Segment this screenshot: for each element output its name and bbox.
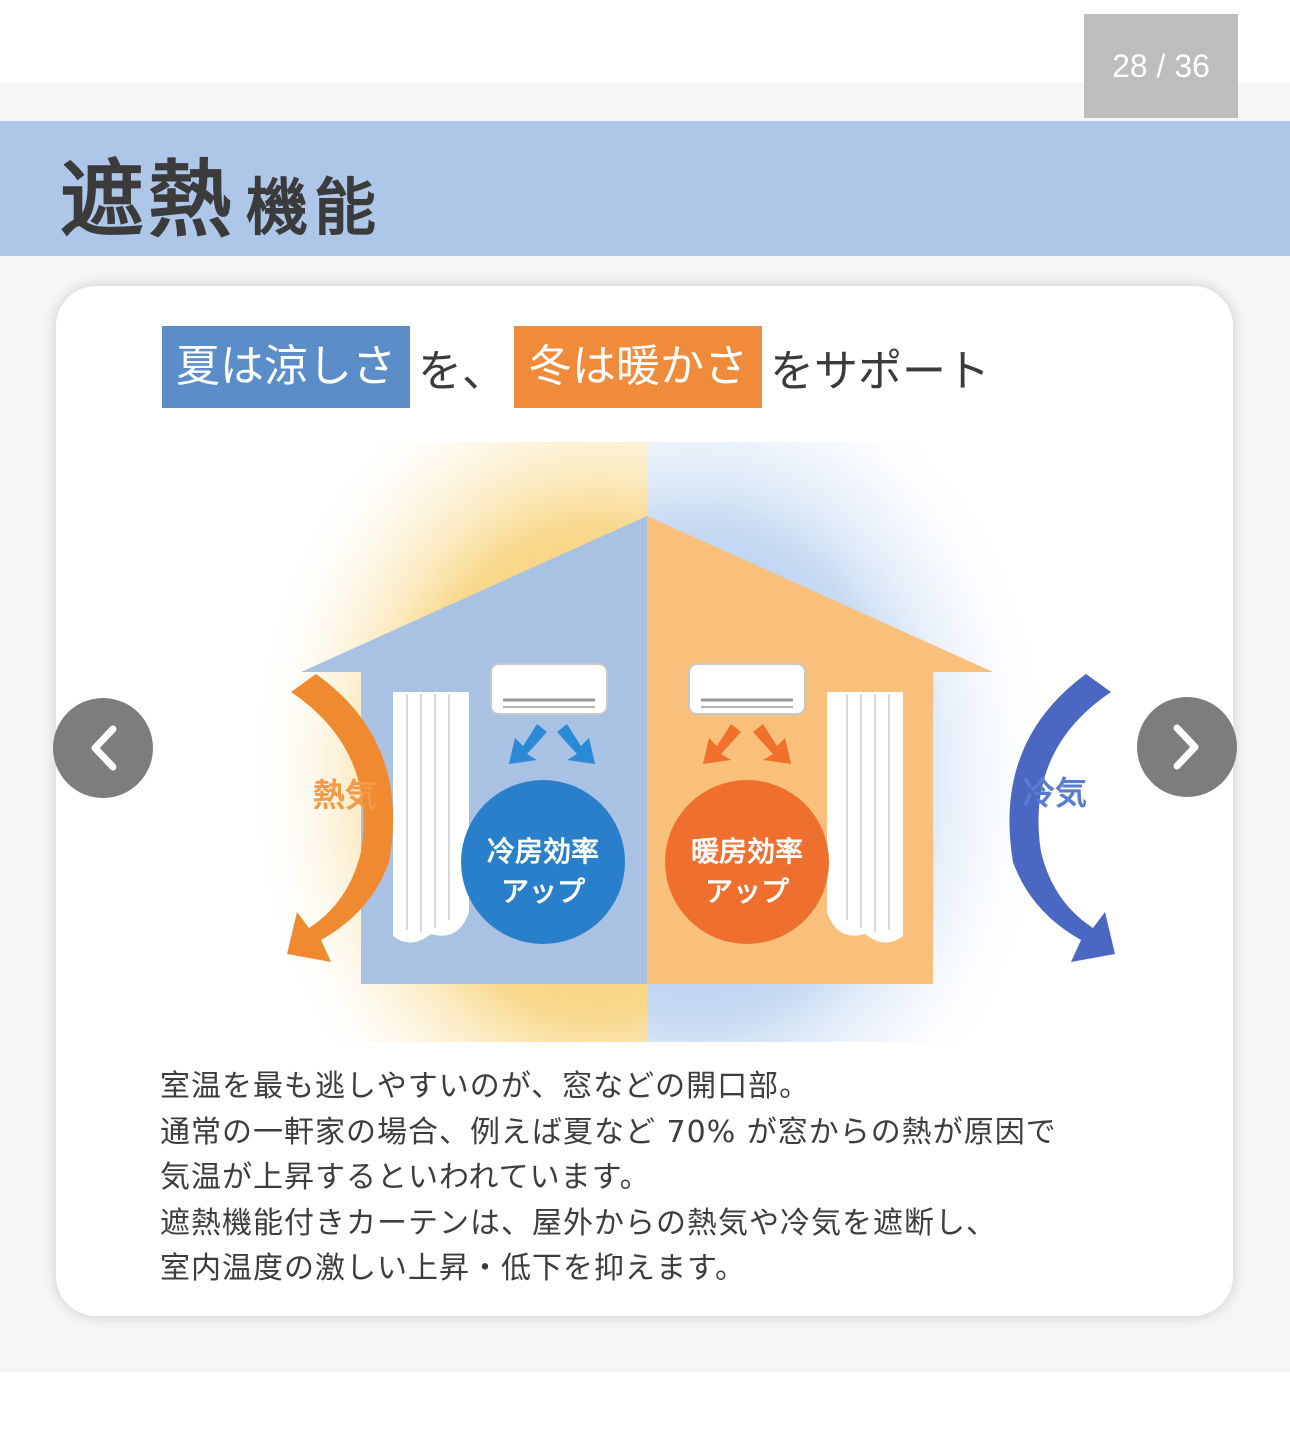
cooling-efficiency-line1: 冷房効率 — [486, 835, 599, 868]
description-line: 遮熱機能付きカーテンは、屋外からの熱気や冷気を遮断し、 — [160, 1205, 997, 1241]
left-curtain — [393, 692, 469, 943]
cold-label: 冷気 — [1023, 774, 1088, 812]
left-air-conditioner — [490, 663, 608, 715]
headline-suffix: をサポート — [770, 346, 990, 397]
cold-arrow — [1009, 674, 1115, 962]
page-title-sub: 機能 — [246, 171, 383, 244]
insulation-illustration: 熱気 冷気 冷房効率 アップ 暖房効率 アップ — [171, 442, 1131, 1042]
next-slide-button[interactable] — [1137, 697, 1237, 797]
heating-efficiency-line1: 暖房効率 — [690, 835, 803, 868]
description-line: 室温を最も逃しやすいのが、窓などの開口部。 — [160, 1069, 811, 1104]
chevron-left-icon — [91, 725, 117, 771]
cooling-efficiency-line2: アップ — [500, 875, 585, 908]
content-card: 夏は涼しさ を、 冬は暖かさ をサポート — [56, 286, 1233, 1316]
heat-label: 熱気 — [313, 776, 378, 814]
heating-efficiency-circle — [665, 780, 829, 944]
description-line: 通常の一軒家の場合、例えば夏など 70% が窓からの熱が原因で — [160, 1114, 1057, 1150]
description-text: 室温を最も逃しやすいのが、窓などの開口部。 通常の一軒家の場合、例えば夏など 7… — [160, 1064, 1200, 1292]
right-air-conditioner — [688, 663, 806, 715]
previous-slide-button[interactable] — [53, 698, 153, 798]
headline: 夏は涼しさ を、 冬は暖かさ をサポート — [162, 326, 998, 408]
right-curtain — [827, 692, 903, 943]
cooling-efficiency-circle — [461, 780, 625, 944]
heating-efficiency-line2: アップ — [704, 875, 789, 908]
page-title: 遮熱 機能 — [60, 133, 382, 249]
headline-winter: 冬は暖かさ — [514, 326, 762, 408]
chevron-right-icon — [1173, 724, 1199, 770]
description-line: 気温が上昇するといわれています。 — [160, 1160, 651, 1195]
slide-counter: 28 / 36 — [1084, 14, 1238, 118]
headline-summer: 夏は涼しさ — [162, 326, 410, 408]
heat-arrow — [287, 674, 394, 962]
headline-joiner: を、 — [418, 346, 506, 397]
warm-airflow-arrows — [703, 724, 791, 764]
description-line: 室内温度の激しい上昇・低下を抑えます。 — [160, 1251, 746, 1286]
house-illustration-svg — [171, 442, 1131, 1042]
page-title-main: 遮熱 — [60, 151, 237, 249]
title-band — [0, 121, 1290, 256]
cool-airflow-arrows — [509, 724, 595, 764]
